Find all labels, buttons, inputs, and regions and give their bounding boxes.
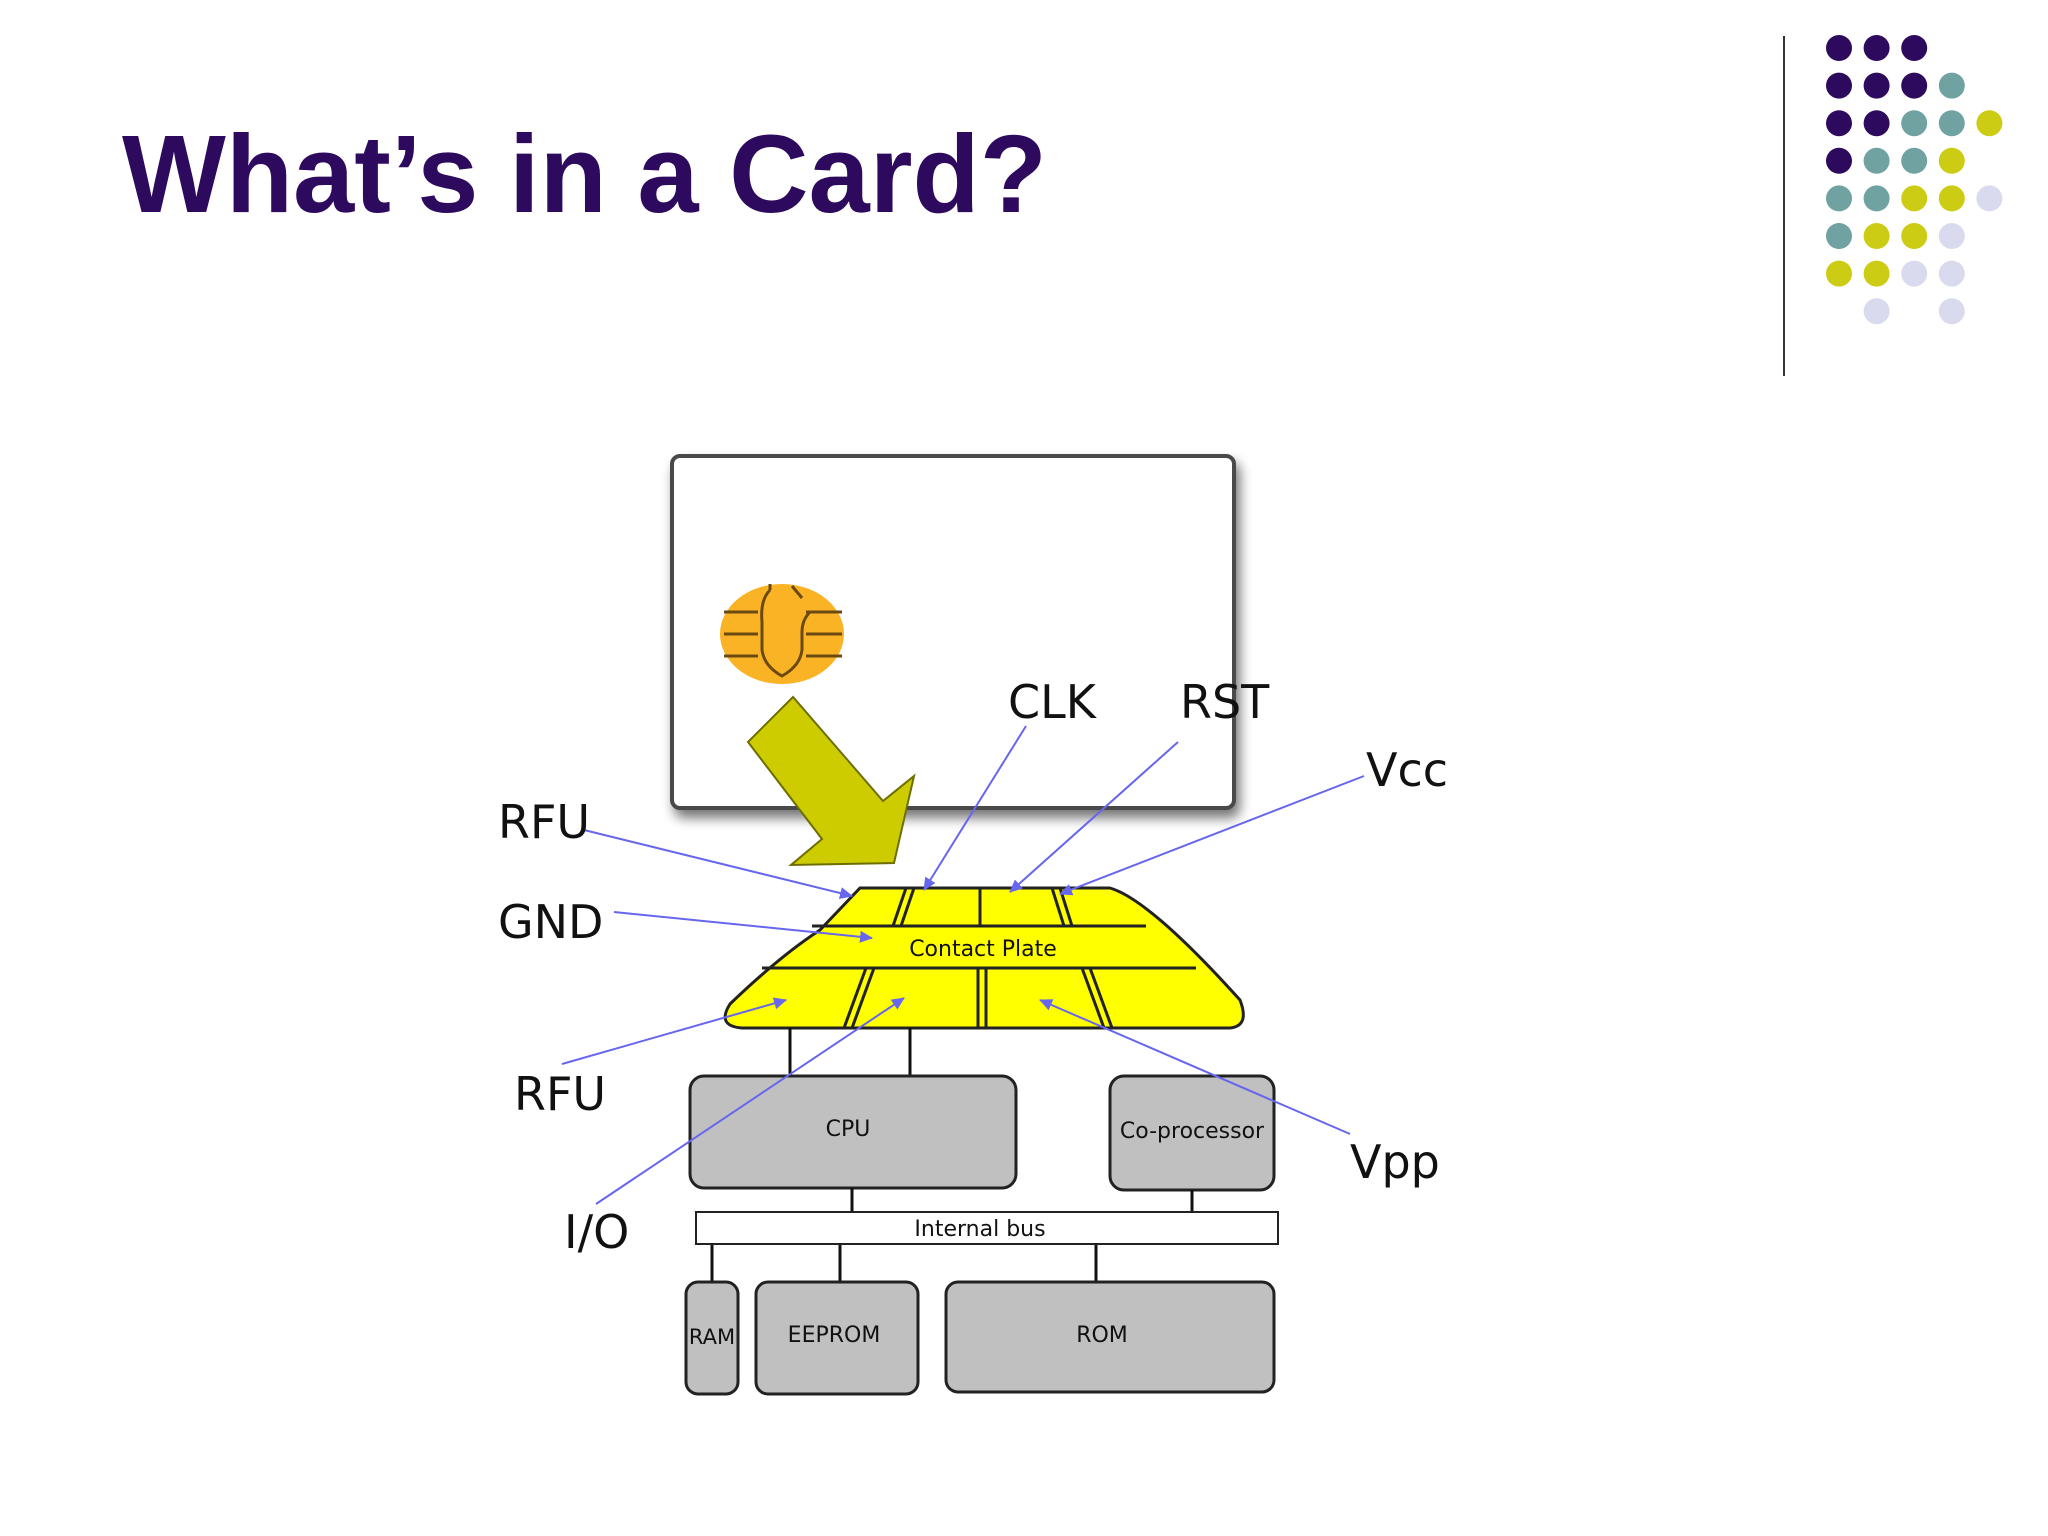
- rom-block: [944, 1280, 1276, 1394]
- ram-block: [684, 1280, 740, 1396]
- decorative-dot-olive: [1938, 147, 1965, 174]
- smart-card: [670, 454, 1236, 810]
- rom-label: ROM: [1076, 1323, 1128, 1348]
- pin-label-vpp: Vpp: [1350, 1135, 1440, 1189]
- plate-cpu-connectors: [788, 1028, 912, 1076]
- decorative-dot-grid: [1826, 35, 2003, 325]
- pointer-clk: [923, 725, 1027, 891]
- decorative-dot-purple: [1826, 110, 1852, 137]
- pin-label-rfu-bottom: RFU: [514, 1067, 606, 1121]
- pointer-rst: [1009, 741, 1179, 893]
- decorative-dot-olive: [1826, 260, 1852, 287]
- cpu-label: CPU: [826, 1117, 871, 1142]
- decorative-dot-olive: [1863, 223, 1890, 249]
- decorative-dot-teal: [1938, 72, 1965, 99]
- decorative-dot-lavender: [1938, 223, 1965, 249]
- pin-label-gnd: GND: [498, 895, 603, 949]
- card-chip-icon: [720, 584, 844, 684]
- bus-connectors: [710, 1188, 1194, 1282]
- decorative-dot-purple: [1901, 72, 1928, 99]
- decorative-dot-purple: [1863, 35, 1890, 61]
- ram-label: RAM: [689, 1325, 735, 1349]
- pointer-rfu-bottom: [561, 997, 787, 1065]
- coprocessor-label: Co-processor: [1120, 1119, 1265, 1144]
- contact-plate-outline: [723, 886, 1245, 1030]
- decorative-dot-purple: [1863, 72, 1890, 99]
- pin-label-rfu-top: RFU: [498, 795, 590, 849]
- decorative-dot-teal: [1863, 185, 1890, 212]
- decorative-dot-lavender: [1938, 260, 1965, 287]
- decorative-dot-lavender: [1976, 185, 2003, 212]
- pin-labels: CLK RST Vcc RFU GND RFU I/O Vpp: [498, 675, 1448, 1259]
- eeprom-label: EEPROM: [788, 1323, 881, 1348]
- decorative-dot-purple: [1826, 35, 1852, 61]
- decorative-dot-olive: [1901, 185, 1928, 212]
- contact-plate-label: Contact Plate: [909, 937, 1057, 962]
- decorative-dot-teal: [1863, 147, 1890, 174]
- decorative-dot-lavender: [1938, 298, 1965, 325]
- decorative-dot-teal: [1826, 185, 1852, 212]
- decorative-dot-olive: [1901, 223, 1928, 249]
- decorative-dot-teal: [1901, 147, 1928, 174]
- decorative-dot-lavender: [1901, 260, 1928, 287]
- decorative-dot-lavender: [1863, 298, 1890, 325]
- decorative-dot-teal: [1901, 110, 1928, 137]
- contact-plate: Contact Plate: [723, 886, 1245, 1030]
- decorative-dot-olive: [1976, 110, 2003, 137]
- zoom-arrow: [746, 695, 916, 867]
- decorative-dot-teal: [1826, 223, 1852, 249]
- internal-bus-label: Internal bus: [914, 1217, 1045, 1242]
- decorative-dot-purple: [1863, 110, 1890, 137]
- pointer-gnd: [613, 911, 873, 943]
- pointer-vpp: [1039, 999, 1351, 1135]
- decorative-dot-olive: [1863, 260, 1890, 287]
- pointer-io: [595, 997, 905, 1205]
- pin-label-vcc: Vcc: [1366, 743, 1448, 797]
- internal-bus: [695, 1211, 1279, 1245]
- pin-label-rst: RST: [1180, 675, 1270, 729]
- decorative-dot-olive: [1938, 185, 1965, 212]
- pointer-rfu-top: [583, 829, 853, 899]
- decorative-dot-purple: [1826, 147, 1852, 174]
- decorative-dot-purple: [1901, 35, 1928, 61]
- eeprom-block: [754, 1280, 920, 1396]
- pointer-vcc: [1059, 775, 1365, 896]
- pin-label-clk: CLK: [1008, 675, 1098, 729]
- decorative-dot-purple: [1826, 72, 1852, 99]
- decorative-dot-teal: [1938, 110, 1965, 137]
- pin-pointer-lines: [561, 725, 1365, 1205]
- pin-label-io: I/O: [564, 1205, 629, 1259]
- slide-title: What’s in a Card?: [122, 113, 1047, 236]
